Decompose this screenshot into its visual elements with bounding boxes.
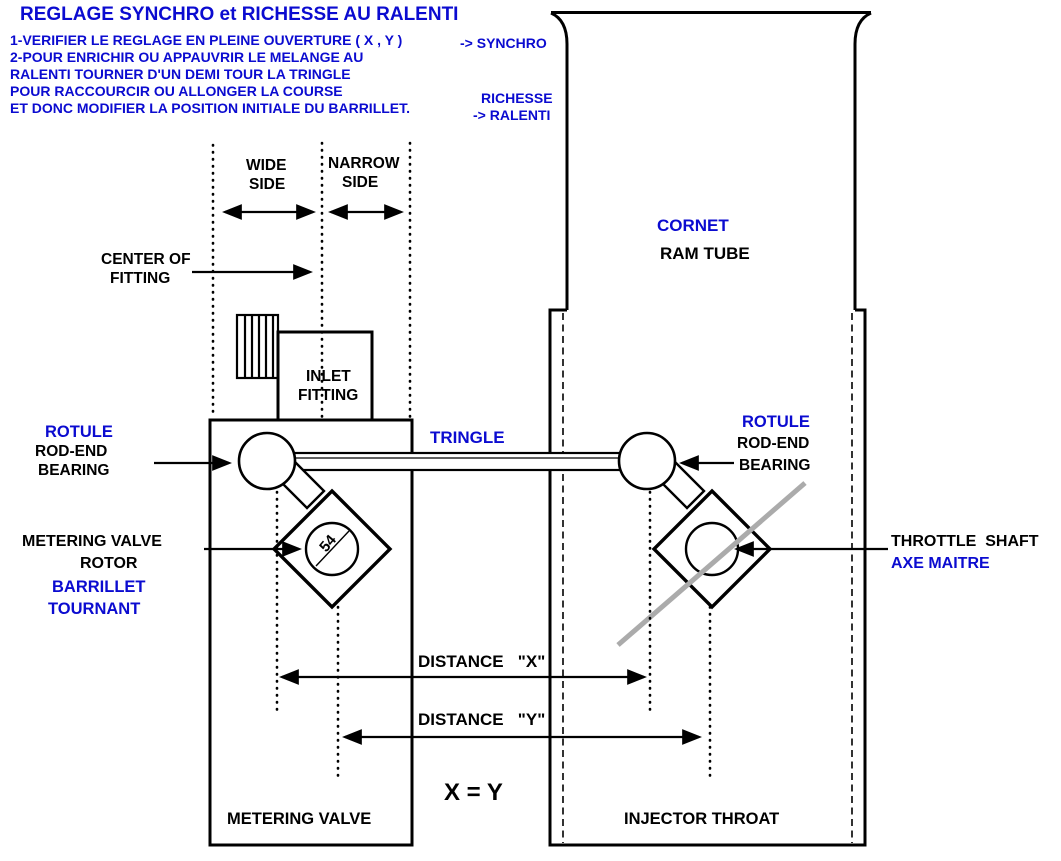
rod-end-bearing-left xyxy=(237,431,297,491)
tringle-label: TRINGLE xyxy=(430,428,505,447)
dimension-arrows xyxy=(154,204,888,745)
distance-x-label: DISTANCE "X" xyxy=(418,652,546,671)
wide-side-label-2: SIDE xyxy=(249,176,286,193)
inlet-fitting-label-2: FITTING xyxy=(298,387,359,404)
rod-end-left-label: ROD-END xyxy=(35,443,108,460)
injector-inner-dashed-lines xyxy=(562,313,853,843)
inlet-fitting-body xyxy=(276,330,374,422)
inlet-fitting-threads xyxy=(235,313,280,380)
tringle-rod xyxy=(290,451,624,472)
ram-tube-label: RAM TUBE xyxy=(660,244,750,263)
reference-dotted-lines xyxy=(211,141,712,778)
rotor-label: ROTOR xyxy=(80,555,138,572)
barrillet-label: BARRILLET xyxy=(52,578,146,596)
rod-end-bearing-right xyxy=(617,431,677,491)
rotule-left-label: ROTULE xyxy=(45,423,113,441)
instruction-line-3: RALENTI TOURNER D'UN DEMI TOUR LA TRINGL… xyxy=(10,66,351,82)
center-of-fitting-label-2: FITTING xyxy=(110,270,171,287)
instruction-line-4: POUR RACCOURCIR OU ALLONGER LA COURSE xyxy=(10,83,343,99)
narrow-side-label-2: SIDE xyxy=(342,174,379,191)
axe-maitre-label: AXE MAITRE xyxy=(891,555,990,572)
cornet-label: CORNET xyxy=(657,216,729,235)
rotule-right-label: ROTULE xyxy=(742,413,810,431)
richesse-note: RICHESSE xyxy=(481,90,553,106)
throttle-shaft-label: THROTTLE SHAFT xyxy=(891,533,1039,550)
synchro-note: -> SYNCHRO xyxy=(460,35,547,51)
page-title: REGLAGE SYNCHRO et RICHESSE AU RALENTI xyxy=(20,4,459,25)
ram-tube-outline xyxy=(550,11,872,310)
distance-y-label: DISTANCE "Y" xyxy=(418,710,546,729)
bearing-left-label: BEARING xyxy=(38,462,110,479)
injector-body-outline xyxy=(548,308,867,847)
instruction-line-5: ET DONC MODIFIER LA POSITION INITIALE DU… xyxy=(10,100,411,116)
instruction-line-2: 2-POUR ENRICHIR OU APPAUVRIR LE MELANGE … xyxy=(10,49,364,65)
injector-throat-caption: INJECTOR THROAT xyxy=(624,810,780,828)
center-of-fitting-label: CENTER OF xyxy=(101,251,191,268)
tournant-label: TOURNANT xyxy=(48,600,141,618)
inlet-fitting-label: INLET xyxy=(306,368,351,385)
bearing-right-label: BEARING xyxy=(739,457,811,474)
ralenti-note: -> RALENTI xyxy=(473,107,551,123)
wide-side-label: WIDE xyxy=(246,157,287,174)
rod-end-right-label: ROD-END xyxy=(737,435,810,452)
metering-valve-rotor-label: METERING VALVE xyxy=(22,533,162,550)
x-equals-y-label: X = Y xyxy=(444,779,503,806)
metering-valve-body xyxy=(208,418,414,847)
instruction-line-1: 1-VERIFIER LE REGLAGE EN PLEINE OUVERTUR… xyxy=(10,32,403,48)
metering-valve-caption: METERING VALVE xyxy=(227,810,372,828)
rotor-slot-left xyxy=(315,530,350,567)
narrow-side-label: NARROW xyxy=(328,155,400,172)
